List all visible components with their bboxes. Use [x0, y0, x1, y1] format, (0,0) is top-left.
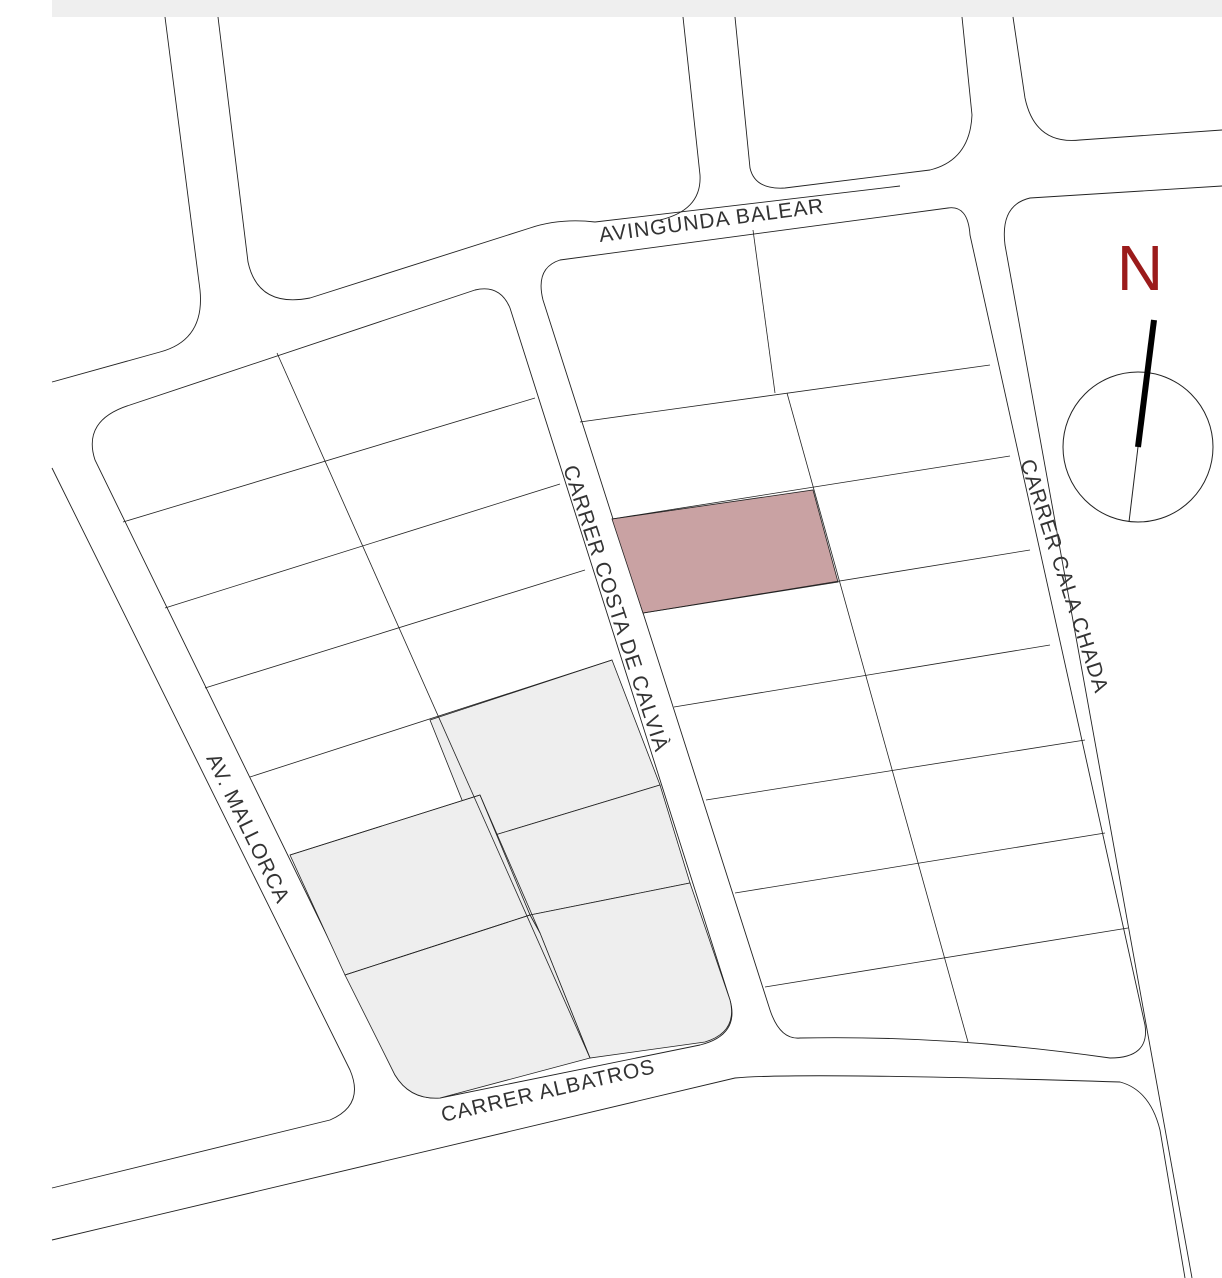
road-edge-av-mallorca — [51, 467, 355, 1189]
block-top-middle-left — [659, 16, 701, 221]
lot-line — [122, 397, 536, 523]
lot-line — [579, 364, 991, 423]
block-east-outline — [540, 207, 1147, 1059]
top-band — [52, 0, 1222, 17]
lot-line — [705, 739, 1086, 801]
road-edges — [51, 16, 1222, 1278]
west-block-lots — [122, 352, 732, 1099]
north-compass: N — [1062, 232, 1214, 523]
road-edge-left-top — [51, 16, 201, 383]
lot-line — [734, 832, 1106, 894]
lot-line — [611, 455, 1011, 520]
avinguda-balear-edge — [594, 185, 901, 223]
lot-line — [752, 229, 776, 394]
lot-line — [164, 483, 561, 609]
lot-line — [276, 352, 591, 1059]
plot-shaded — [344, 914, 591, 1099]
lot-line — [673, 644, 1051, 708]
carrer-albatros-south-edge — [51, 1075, 1186, 1278]
lot-line — [204, 569, 586, 689]
north-letter: N — [1117, 232, 1163, 304]
block-top-middle — [734, 16, 973, 189]
block-west-outline — [91, 288, 733, 1099]
street-label-avinguda-balear: AVINGUNDA BALEAR — [598, 195, 826, 247]
highlighted-plot — [611, 489, 839, 614]
lot-line — [289, 794, 481, 856]
east-block-lots — [579, 229, 1129, 1043]
compass-needle-tail — [1128, 446, 1139, 523]
lot-line — [764, 927, 1129, 988]
block-top-right — [1012, 16, 1222, 141]
lot-line — [479, 794, 541, 934]
road-edge-right-upper — [1003, 185, 1222, 1278]
plot-shaded — [529, 882, 732, 1059]
compass-needle-north — [1135, 319, 1157, 448]
block-top-left — [217, 16, 596, 301]
lot-line — [786, 392, 969, 1043]
lot-line — [642, 549, 1031, 614]
compass-circle — [1062, 371, 1214, 523]
lot-line — [249, 659, 613, 778]
lot-line — [344, 914, 531, 976]
